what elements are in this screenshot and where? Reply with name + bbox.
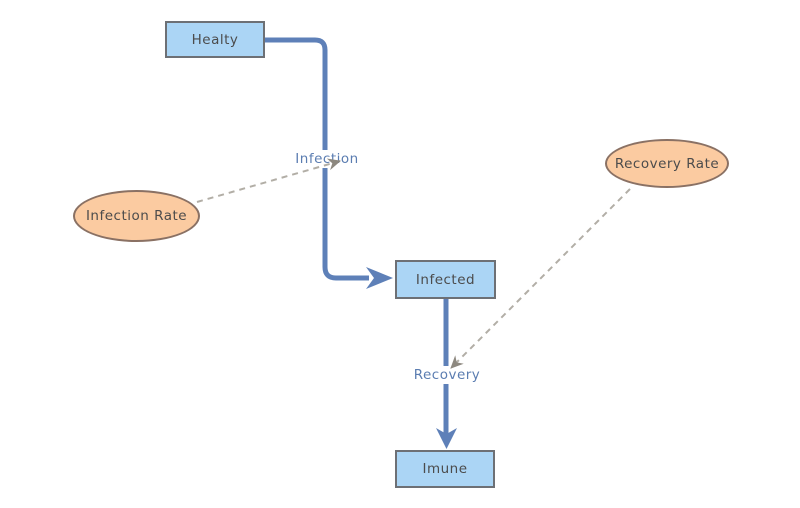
node-immune-label: Imune [422, 461, 468, 477]
node-healthy-label: Healty [191, 31, 239, 48]
variable-recovery-rate-label: Recovery Rate [614, 155, 720, 172]
variable-infection-rate[interactable]: Infection Rate [73, 190, 200, 242]
variable-recovery-rate[interactable]: Recovery Rate [605, 139, 729, 188]
node-healthy[interactable]: Healty [165, 21, 265, 58]
infection-rate-influence-link[interactable] [196, 158, 341, 203]
variable-infection-rate-label: Infection Rate [85, 208, 188, 224]
recovery-rate-influence-link[interactable] [450, 188, 631, 369]
node-infected[interactable]: Infected [395, 260, 496, 299]
node-infected-label: Infected [415, 271, 476, 288]
recovery-flow-arrowhead[interactable] [436, 428, 457, 449]
flow-label-recovery[interactable]: Recovery [410, 366, 484, 384]
node-immune[interactable]: Imune [395, 450, 495, 488]
infection-flow-arrowhead[interactable] [366, 267, 393, 289]
